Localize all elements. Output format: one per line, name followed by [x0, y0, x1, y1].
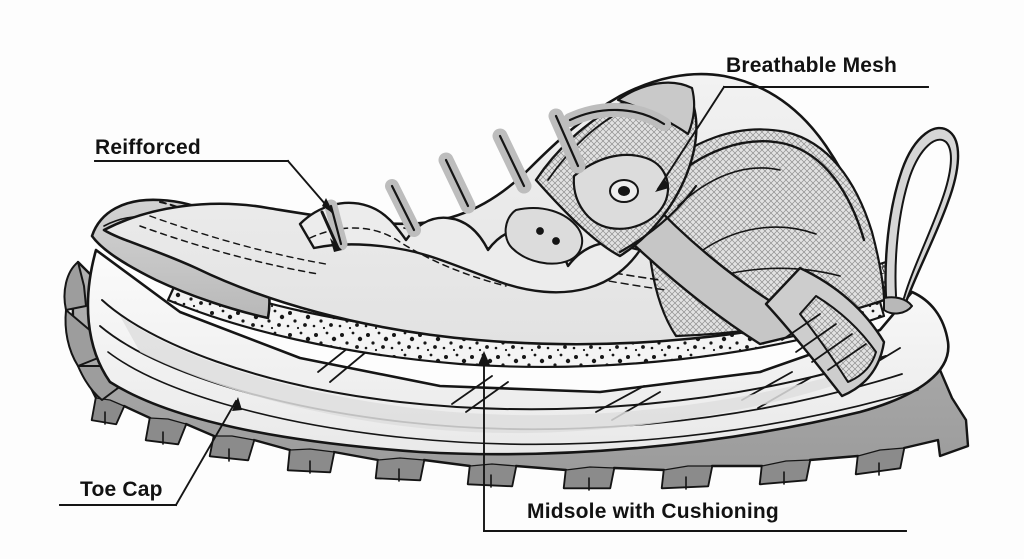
lacing-system — [298, 81, 698, 294]
heel-pull-loop — [883, 126, 960, 315]
leader-midsole — [478, 351, 907, 532]
callout-label-midsole-cushioning: Midsole with Cushioning — [527, 500, 779, 523]
callout-label-breathable-mesh: Breathable Mesh — [726, 54, 898, 77]
leader-breathable-mesh — [655, 85, 929, 192]
leader-toe-cap — [59, 397, 242, 507]
leader-reinforced — [94, 159, 334, 214]
midsole — [86, 248, 950, 456]
callout-label-reinforced: Reifforced — [95, 136, 201, 159]
callout-label-toe-cap: Toe Cap — [80, 478, 163, 501]
